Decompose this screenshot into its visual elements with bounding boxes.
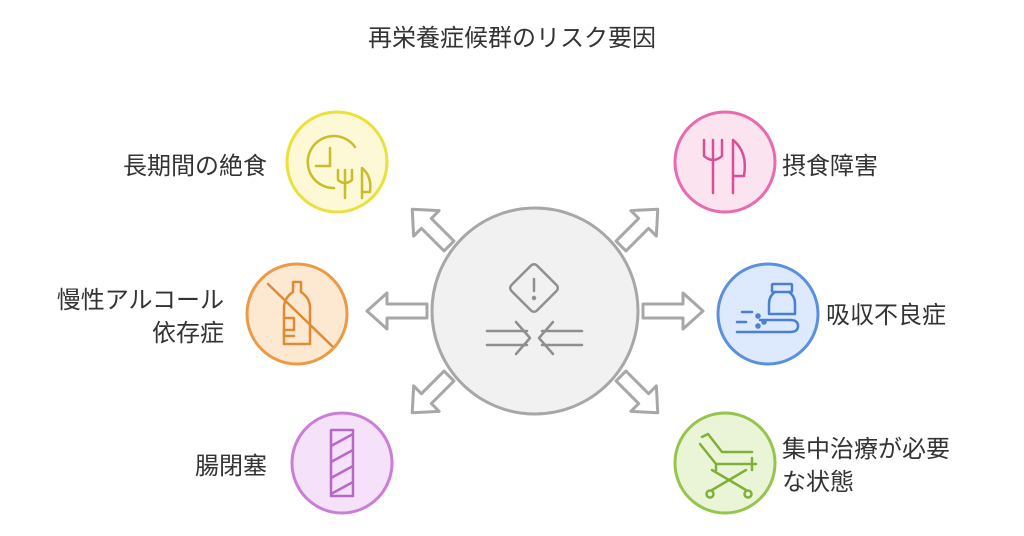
blocked-tube-icon <box>329 428 355 498</box>
arrow-lower-left <box>410 369 456 415</box>
clock-fork-knife-icon <box>306 134 372 200</box>
factor-label-bowel-obstruction: 腸閉塞 <box>195 452 267 480</box>
factor-label-eating-disorder: 摂食障害 <box>782 152 878 180</box>
factor-label-prolonged-fasting: 長期間の絶食 <box>123 152 267 180</box>
factor-label-intensive-care: 集中治療が必要 な状態 <box>782 433 950 499</box>
arrow-lower-right <box>614 369 660 415</box>
factor-circle-eating-disorder <box>673 110 777 214</box>
arrow-upper-right <box>614 207 660 253</box>
factor-label-chronic-alcoholism-line2: 依存症 <box>152 319 224 347</box>
arrows <box>365 207 705 415</box>
factor-label-intensive-care-line2: な状態 <box>782 468 854 496</box>
arrow-left <box>365 291 429 331</box>
factor-label-chronic-alcoholism: 慢性アルコール 依存症 <box>57 284 224 350</box>
factor-label-intensive-care-line1: 集中治療が必要 <box>782 435 950 463</box>
factor-label-malabsorption: 吸収不良症 <box>826 301 946 329</box>
factor-circle-bowel-obstruction <box>290 411 394 515</box>
hospital-bed-icon <box>698 432 758 499</box>
factor-circle-chronic-alcoholism <box>245 262 349 366</box>
arrow-upper-left <box>410 207 456 253</box>
absorption-bottle-icon <box>735 282 800 334</box>
factor-circle-prolonged-fasting <box>285 110 389 214</box>
no-alcohol-bottle-icon <box>266 280 334 348</box>
warning-converge-icon <box>485 262 584 356</box>
fork-knife-icon <box>702 138 747 195</box>
factor-label-chronic-alcoholism-line1: 慢性アルコール <box>56 286 224 314</box>
arrow-right <box>641 291 705 331</box>
diagram-title: 再栄養症候群のリスク要因 <box>368 24 656 52</box>
